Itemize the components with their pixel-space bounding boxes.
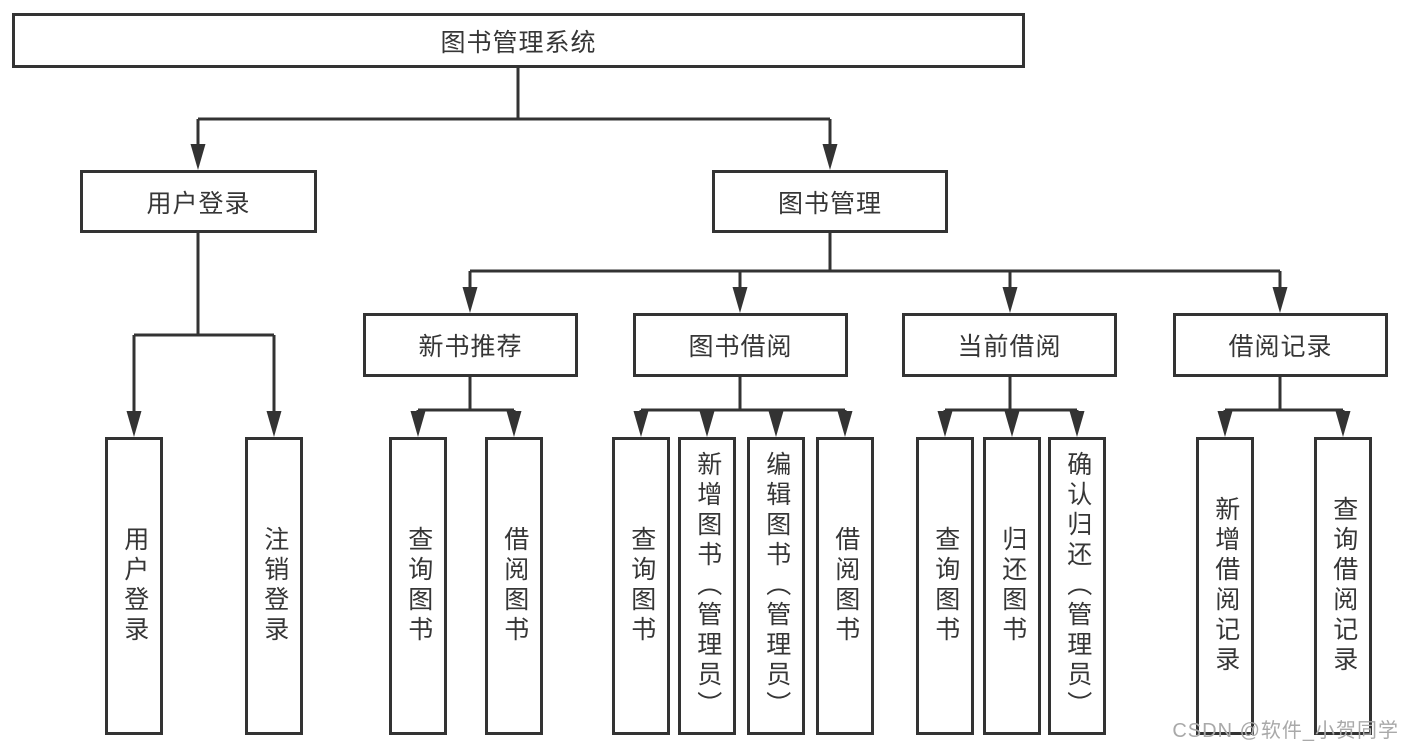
node-label: 借阅图书 (831, 526, 860, 646)
node-label: 图书管理系统 (440, 28, 597, 57)
arrow-down-icon (1272, 287, 1288, 313)
arrow-down-icon (462, 287, 478, 313)
arrowhead-icons (126, 144, 1351, 437)
connector-lines (132, 68, 1345, 418)
leaf-cb-query-books: 查询图书 (916, 437, 974, 735)
csdn-watermark: CSDN @软件_小贺同学 (1172, 720, 1399, 742)
leaf-br-add-record: 新增借阅记录 (1196, 437, 1254, 735)
node-label: 用户登录 (120, 526, 149, 646)
leaf-bb-edit-books-admin: 编辑图书（管理员） (747, 437, 805, 735)
arrow-down-icon (1002, 287, 1018, 313)
node-new-book-recommend: 新书推荐 (363, 313, 578, 377)
node-label: 确认归还（管理员） (1063, 451, 1092, 721)
arrow-down-icon (410, 411, 426, 437)
node-label: 借阅图书 (500, 526, 529, 646)
arrow-down-icon (126, 411, 142, 437)
leaf-bb-add-books-admin: 新增图书（管理员） (678, 437, 736, 735)
node-borrowing-records: 借阅记录 (1173, 313, 1388, 377)
leaf-cb-confirm-return-admin: 确认归还（管理员） (1048, 437, 1106, 735)
node-root-system: 图书管理系统 (12, 13, 1025, 68)
node-label: 注销登录 (260, 526, 289, 646)
arrow-down-icon (506, 411, 522, 437)
node-label: 用户登录 (146, 189, 251, 218)
node-label: 查询图书 (931, 526, 960, 646)
node-label: 借阅记录 (1228, 333, 1333, 361)
leaf-rec-query-books: 查询图书 (389, 437, 447, 735)
arrow-down-icon (732, 287, 748, 313)
node-label: 查询图书 (404, 526, 433, 646)
leaf-rec-borrow-books: 借阅图书 (485, 437, 543, 735)
node-current-borrowing: 当前借阅 (902, 313, 1117, 377)
node-label: 图书管理 (777, 189, 882, 218)
node-label: 当前借阅 (957, 333, 1062, 361)
node-label: 图书借阅 (688, 333, 793, 361)
leaf-bb-query-books: 查询图书 (612, 437, 670, 735)
leaf-bb-borrow-books: 借阅图书 (816, 437, 874, 735)
node-label: 新书推荐 (418, 333, 523, 361)
arrow-down-icon (822, 144, 838, 170)
node-label: 新增借阅记录 (1211, 496, 1240, 676)
arrow-down-icon (190, 144, 206, 170)
leaf-br-query-record: 查询借阅记录 (1314, 437, 1372, 735)
node-label: 新增图书（管理员） (693, 451, 722, 721)
leaf-user-login: 用户登录 (105, 437, 163, 735)
arrow-down-icon (837, 411, 853, 437)
node-label: 归还图书 (998, 526, 1027, 646)
arrow-down-icon (266, 411, 282, 437)
node-label: 编辑图书（管理员） (762, 451, 791, 721)
arrow-down-icon (1069, 411, 1085, 437)
node-book-borrowing: 图书借阅 (633, 313, 848, 377)
leaf-cb-return-books: 归还图书 (983, 437, 1041, 735)
arrow-down-icon (937, 411, 953, 437)
leaf-logout: 注销登录 (245, 437, 303, 735)
arrow-down-icon (633, 411, 649, 437)
node-label: 查询借阅记录 (1329, 496, 1358, 676)
arrow-down-icon (1217, 411, 1233, 437)
arrow-down-icon (699, 411, 715, 437)
node-book-management: 图书管理 (712, 170, 948, 233)
arrow-down-icon (768, 411, 784, 437)
node-label: 查询图书 (627, 526, 656, 646)
arrow-down-icon (1004, 411, 1020, 437)
node-user-login-branch: 用户登录 (80, 170, 317, 233)
arrow-down-icon (1335, 411, 1351, 437)
